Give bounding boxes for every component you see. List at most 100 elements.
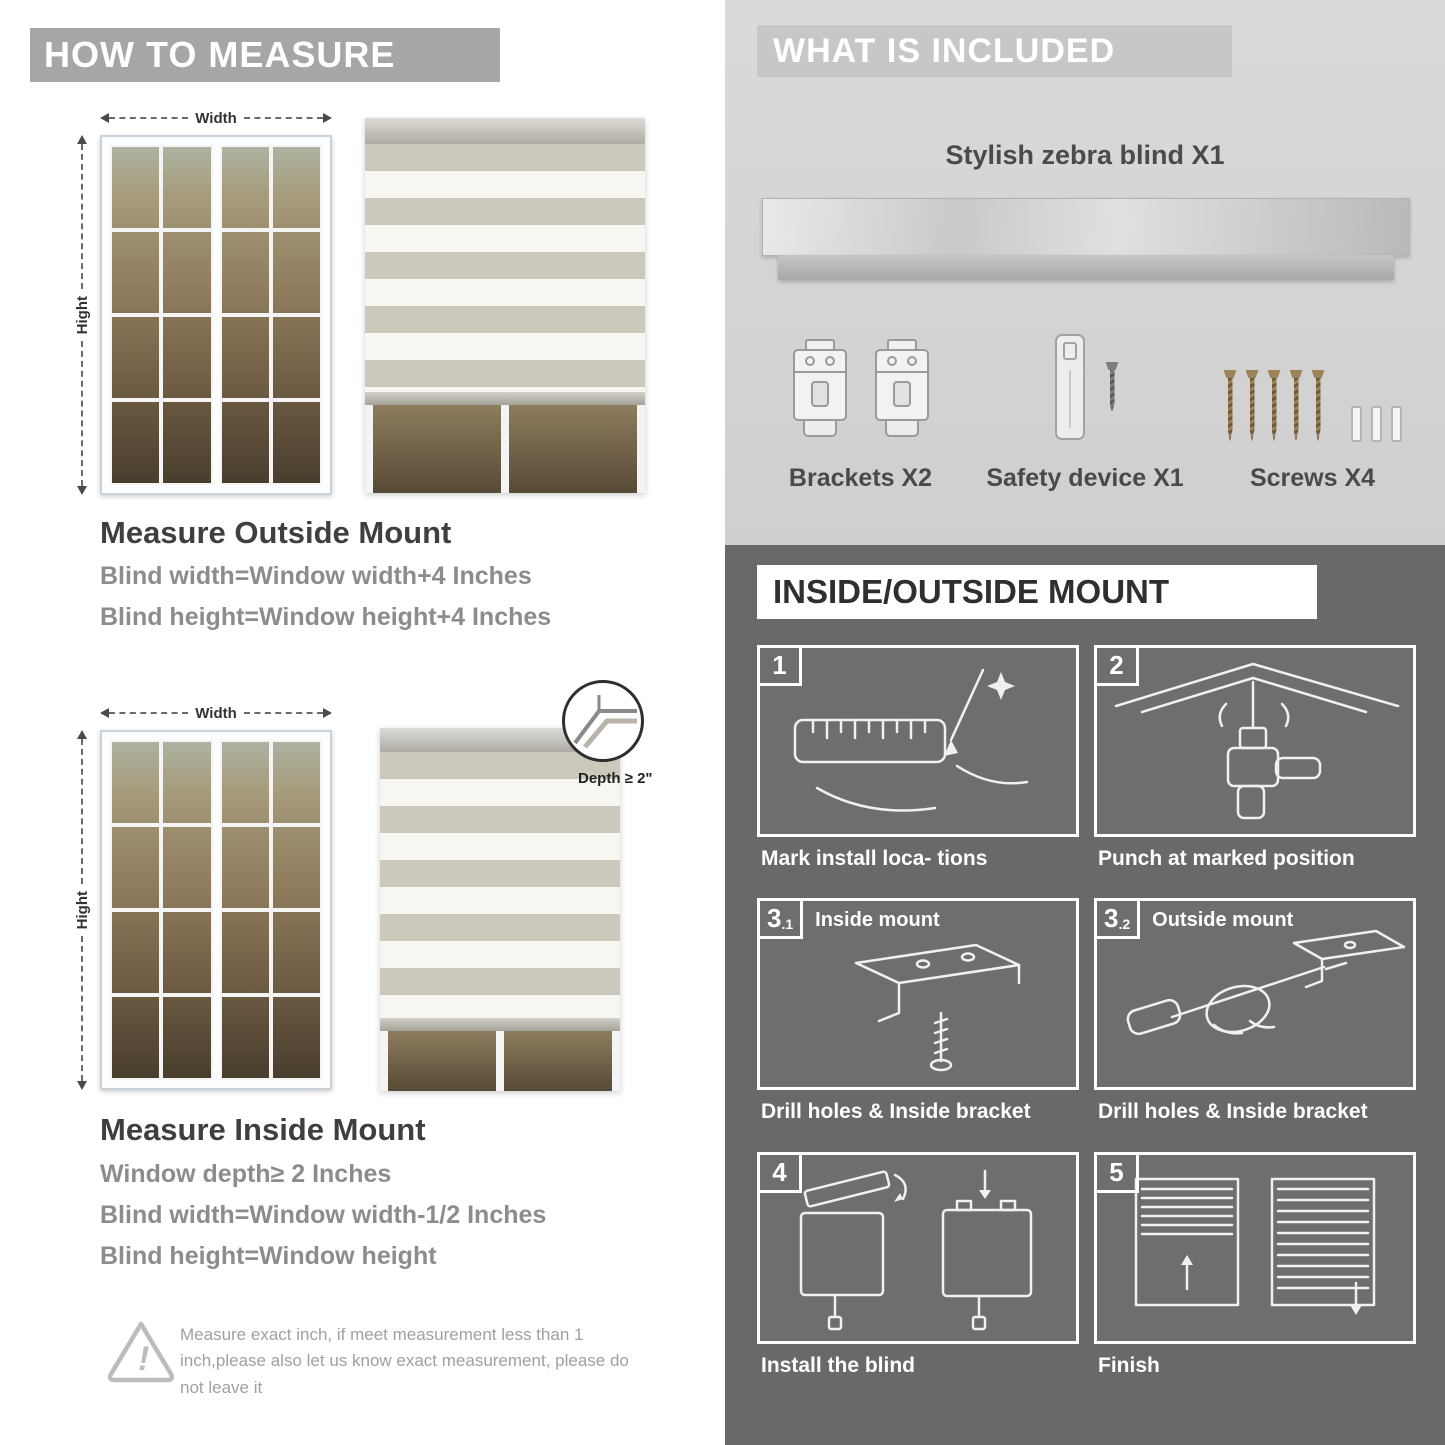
brackets-label: Brackets X2 [788,464,933,492]
screw-icon [1289,370,1303,442]
wall-anchor-icon [1390,406,1402,442]
inside-mount-title: Measure Inside Mount [100,1112,426,1147]
what-is-included-title: WHAT IS INCLUDED [773,31,1116,70]
step-3-2-caption: Drill holes & Inside bracket [1098,1100,1368,1123]
step-1-panel: 1 [757,645,1079,837]
safety-device-label: Safety device X1 [986,464,1184,492]
measure-mark-icon [793,668,1029,812]
screw-icon [1105,362,1119,412]
warning-text: Measure exact inch, if meet measurement … [180,1325,629,1397]
step-2: 2 Punch at marked position [1094,645,1416,871]
how-to-measure-title: HOW TO MEASURE [44,34,396,75]
screws-label: Screws X4 [1249,464,1376,492]
width-label: Width [195,704,237,722]
step-3-1: 3 .1 Inside mount Drill holes & Inside b… [757,898,1079,1124]
step-2-panel: 2 [1094,645,1416,837]
window-sash-left [110,740,213,1080]
depth-callout-label: Depth ≥ 2" [578,770,653,787]
step-1: 1 Mark install loca- tions [757,645,1079,871]
step-4-panel: 4 [757,1152,1079,1344]
height-label: Hight [73,890,91,930]
wall-anchor-icon [1350,406,1362,442]
drill-punch-icon [1114,662,1400,820]
step-3-2-panel: 3 .2 Outside mount [1094,898,1416,1090]
mount-section-header: INSIDE/OUTSIDE MOUNT [757,565,1317,619]
window-sash-right [219,740,322,1080]
step-3-2-title: Outside mount [1152,908,1294,931]
inside-mount-line-3: Blind height=Window height [100,1242,437,1270]
inside-mount-line-1: Window depth≥ 2 Inches [100,1160,392,1188]
step-1-caption: Mark install loca- tions [761,847,988,870]
screw-icon [1245,370,1259,442]
arrowhead-right-icon [323,708,333,718]
zebra-blind-label: Stylish zebra blind X1 [945,140,1225,170]
height-arrow: Hight [72,135,92,496]
step-3-1-title: Inside mount [815,908,940,931]
width-label: Width [195,109,237,127]
what-is-included-header: WHAT IS INCLUDED [757,25,1232,77]
step-3-2: 3 .2 Outside mount Drill holes & Inside … [1094,898,1416,1124]
blind-bottom-rail [380,1018,620,1031]
inside-mount-window-illustration: Width Hight [70,698,370,1098]
step-4-caption: Install the blind [761,1354,916,1377]
height-arrow: Hight [72,730,92,1091]
window-behind-blind [365,405,645,493]
step-4: 4 Install the blind [757,1152,1079,1378]
install-blind-icon [799,1169,1033,1331]
depth-callout-circle [562,680,644,762]
outside-mount-line-2: Blind height=Window height+4 Inches [100,603,552,631]
blind-zebra-stripes [380,752,620,1018]
arrowhead-left-icon [100,708,109,718]
window-sash-right [219,145,322,485]
step-number-badge: 3 .2 [1097,901,1141,939]
step-number-badge: 5 [1097,1155,1139,1193]
arrowhead-left-icon [100,113,109,123]
bracket-icons [788,338,934,442]
bracket-icon [874,339,929,437]
outside-mount-window-illustration: Width Hight [70,103,370,503]
step-5-caption: Finish [1098,1354,1160,1377]
step-number-badge: 4 [760,1155,802,1193]
arrowhead-down-icon [77,1081,87,1091]
inside-bracket-screw-icon [854,943,1021,1072]
wall-anchor-icon [1370,406,1382,442]
bracket-icon [792,339,847,437]
arrowhead-up-icon [77,730,87,739]
blind-cassette [365,118,645,144]
arrowhead-down-icon [77,486,87,496]
outside-bracket-drill-icon [1126,929,1406,1036]
how-to-measure-header: HOW TO MEASURE [30,28,500,82]
screw-icon [1267,370,1281,442]
arrowhead-up-icon [77,135,87,144]
width-arrow: Width [100,704,333,722]
inside-mount-blind-illustration [380,728,620,1091]
safety-device-group: Safety device X1 [965,332,1205,493]
screw-icon [1311,370,1325,442]
mount-section-title: INSIDE/OUTSIDE MOUNT [773,573,1170,610]
outside-mount-title: Measure Outside Mount [100,515,452,550]
safety-device-icon [1054,334,1085,440]
inside-mount-line-2: Blind width=Window width-1/2 Inches [100,1201,547,1229]
safety-device-icons [1052,332,1119,442]
brackets-group: Brackets X2 [768,338,953,493]
window-corner-depth-icon [573,695,637,749]
outside-mount-blind-illustration [365,118,645,493]
width-arrow: Width [100,109,333,127]
blind-bottom-rail [365,392,645,405]
blind-zebra-stripes [365,144,645,392]
window-frame [100,730,332,1090]
screws-group: Screws X4 [1205,342,1420,493]
screw-icons [1223,342,1402,442]
step-number-badge: 2 [1097,648,1139,686]
arrowhead-right-icon [323,113,333,123]
step-number-badge: 1 [760,648,802,686]
window-sash-left [110,145,213,485]
warning-triangle-icon: ! [105,1318,177,1391]
screw-icon [1223,370,1237,442]
height-label: Hight [73,295,91,335]
zebra-blind-cassette-lip [778,255,1394,280]
finished-blinds-icon [1134,1177,1376,1315]
step-5: 5 Finish [1094,1152,1416,1378]
step-3-1-caption: Drill holes & Inside bracket [761,1100,1031,1123]
step-3-1-panel: 3 .1 Inside mount [757,898,1079,1090]
